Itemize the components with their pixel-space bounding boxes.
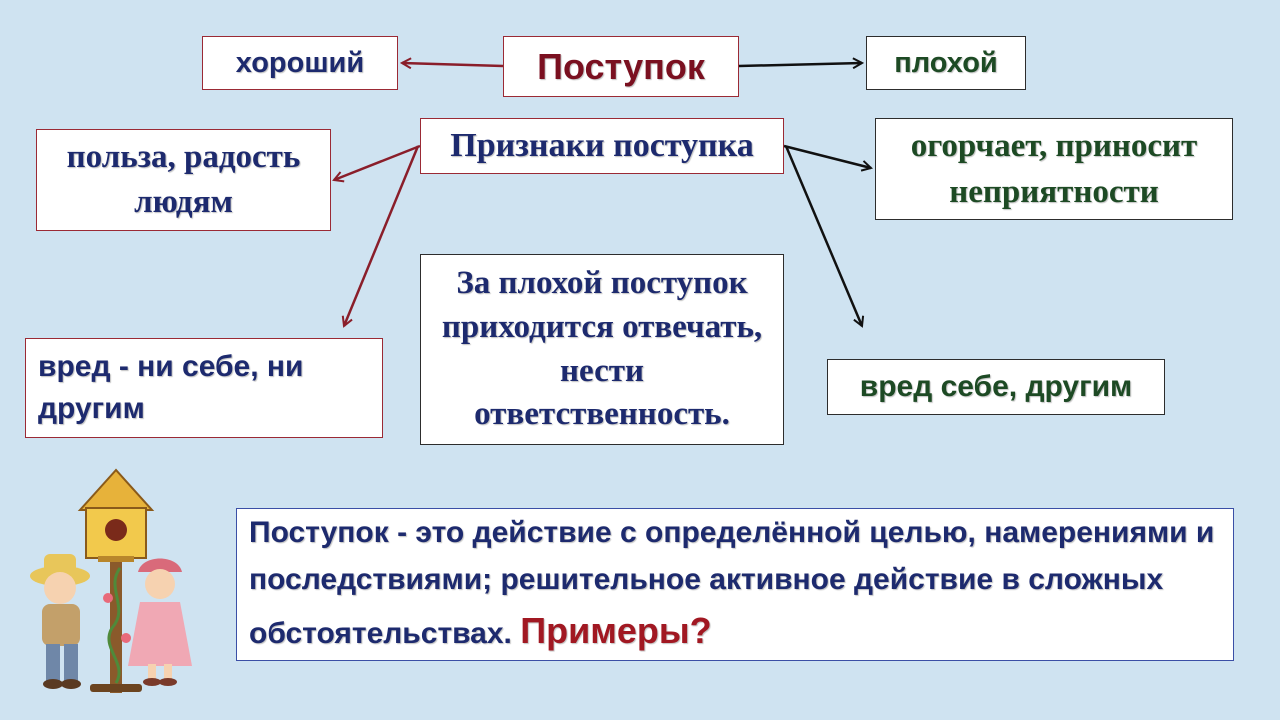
node-good-label: хороший <box>235 46 365 79</box>
node-bad-label: плохой <box>894 46 998 79</box>
node-no-harm: вред - ни себе, ни другим <box>25 338 383 438</box>
node-upsets-label: огорчает, приносит неприятности <box>910 127 1198 210</box>
arrow-to-no-harm <box>344 145 420 326</box>
children-birdhouse-illustration <box>30 468 192 693</box>
node-signs-label: Признаки поступка <box>450 127 754 164</box>
node-center-title: Поступок <box>503 36 739 97</box>
node-benefit-label: польза, радость людям <box>66 139 301 220</box>
arrow-to-good <box>402 63 504 66</box>
arrow-to-bad <box>738 63 862 66</box>
arrow-to-harm <box>784 145 862 326</box>
node-upsets: огорчает, приносит неприятности <box>875 118 1233 220</box>
arrow-to-benefit <box>334 144 421 180</box>
node-benefit: польза, радость людям <box>36 129 331 231</box>
definition-content: Поступок - это действие с определённой ц… <box>249 509 1221 661</box>
node-responsibility: За плохой поступок приходится отвечать, … <box>420 254 784 445</box>
node-responsibility-label: За плохой поступок приходится отвечать, … <box>441 265 763 433</box>
definition-text: Поступок - это действие с определённой ц… <box>249 515 1215 651</box>
node-good: хороший <box>202 36 398 90</box>
node-harm-label: вред себе, другим <box>859 370 1133 403</box>
node-center-title-label: Поступок <box>537 45 705 87</box>
arrow-to-upsets <box>783 144 871 168</box>
node-harm: вред себе, другим <box>827 359 1165 415</box>
examples-question: Примеры? <box>520 610 712 652</box>
node-bad: плохой <box>866 36 1026 90</box>
node-signs: Признаки поступка <box>420 118 784 174</box>
node-no-harm-label: вред - ни себе, ни другим <box>38 350 304 425</box>
definition-box: Поступок - это действие с определённой ц… <box>236 508 1234 661</box>
